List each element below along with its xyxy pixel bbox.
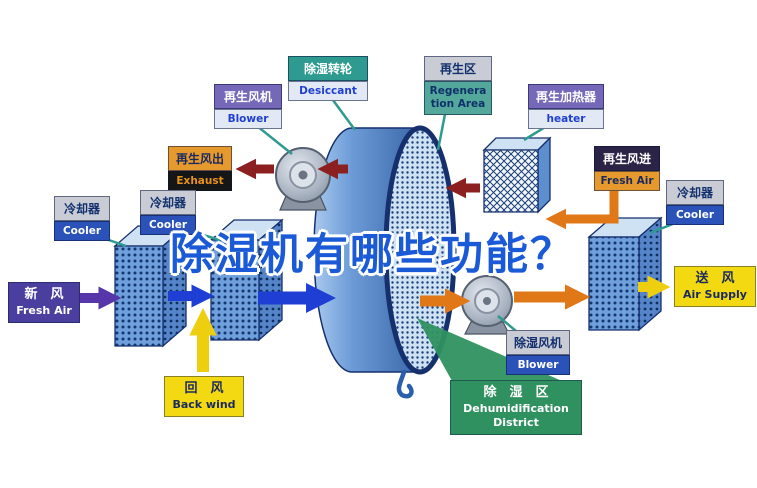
label-regen-fresh-air: 再生风进 Fresh Air bbox=[594, 146, 660, 191]
regen-blower-fan bbox=[275, 147, 331, 211]
district-dehumidification-en1: Dehumidification bbox=[463, 401, 569, 415]
label-cooler-right-cn: 冷却器 bbox=[666, 180, 724, 205]
district-dehumidification-cn: 除 湿 区 bbox=[483, 385, 549, 400]
label-regen-blower: 再生风机 Blower bbox=[214, 84, 282, 129]
label-exhaust-en: Exhaust bbox=[168, 171, 232, 191]
label-dehumid-blower-cn: 除湿风机 bbox=[506, 330, 570, 355]
duct-back-wind-cn: 回 风 bbox=[184, 381, 224, 396]
label-regen-blower-en: Blower bbox=[214, 109, 282, 129]
label-regen-fresh-air-cn: 再生风进 bbox=[594, 146, 660, 171]
district-dehumidification-en2: District bbox=[493, 416, 539, 430]
label-regen-heater-cn: 再生加热器 bbox=[528, 84, 604, 109]
label-desiccant-en: Desiccant bbox=[288, 81, 368, 101]
duct-air-supply: 送 风 Air Supply bbox=[674, 266, 756, 308]
duct-back-wind-en: Back wind bbox=[172, 397, 236, 411]
label-desiccant: 除湿转轮 Desiccant bbox=[288, 56, 368, 101]
label-regen-blower-cn: 再生风机 bbox=[214, 84, 282, 109]
label-cooler-left-outer: 冷却器 Cooler bbox=[54, 196, 110, 241]
cooler-box-right bbox=[587, 216, 663, 332]
label-cooler-left-inner-en: Cooler bbox=[140, 215, 196, 235]
label-regen-fresh-air-en: Fresh Air bbox=[594, 171, 660, 191]
label-cooler-left-inner: 冷却器 Cooler bbox=[140, 190, 196, 235]
process-air-arrows bbox=[76, 275, 671, 372]
label-cooler-left-outer-en: Cooler bbox=[54, 221, 110, 241]
duct-back-wind: 回 风 Back wind bbox=[164, 376, 244, 418]
duct-fresh-air-inlet: 新 风 Fresh Air bbox=[8, 282, 80, 324]
dehumid-blower-fan bbox=[461, 275, 513, 335]
label-exhaust: 再生风出 Exhaust bbox=[168, 146, 232, 191]
label-cooler-left-outer-cn: 冷却器 bbox=[54, 196, 110, 221]
label-cooler-right-en: Cooler bbox=[666, 205, 724, 225]
label-regen-area: 再生区 Regeneration Area bbox=[424, 56, 492, 116]
label-exhaust-cn: 再生风出 bbox=[168, 146, 232, 171]
heater-box bbox=[482, 136, 552, 214]
duct-air-supply-en: Air Supply bbox=[683, 287, 747, 301]
regen-air-arrows bbox=[235, 158, 619, 230]
label-dehumid-blower: 除湿风机 Blower bbox=[506, 330, 570, 375]
label-cooler-right: 冷却器 Cooler bbox=[666, 180, 724, 225]
desiccant-wheel bbox=[313, 125, 457, 375]
duct-air-supply-cn: 送 风 bbox=[695, 271, 735, 286]
label-regen-area-en: Regeneration Area bbox=[424, 81, 492, 116]
cooler-box-left-outer bbox=[113, 224, 188, 348]
label-desiccant-cn: 除湿转轮 bbox=[288, 56, 368, 81]
label-regen-heater: 再生加热器 heater bbox=[528, 84, 604, 129]
page-title: 除湿机有哪些功能？ bbox=[170, 230, 575, 280]
district-dehumidification: 除 湿 区 Dehumidification District bbox=[450, 380, 582, 436]
label-regen-heater-en: heater bbox=[528, 109, 604, 129]
label-regen-area-cn: 再生区 bbox=[424, 56, 492, 81]
label-dehumid-blower-en: Blower bbox=[506, 355, 570, 375]
duct-fresh-air-inlet-cn: 新 风 bbox=[24, 287, 64, 302]
cooler-box-left-inner bbox=[209, 218, 284, 342]
label-cooler-left-inner-cn: 冷却器 bbox=[140, 190, 196, 215]
duct-fresh-air-inlet-en: Fresh Air bbox=[16, 303, 72, 317]
drain-curl bbox=[396, 369, 414, 399]
